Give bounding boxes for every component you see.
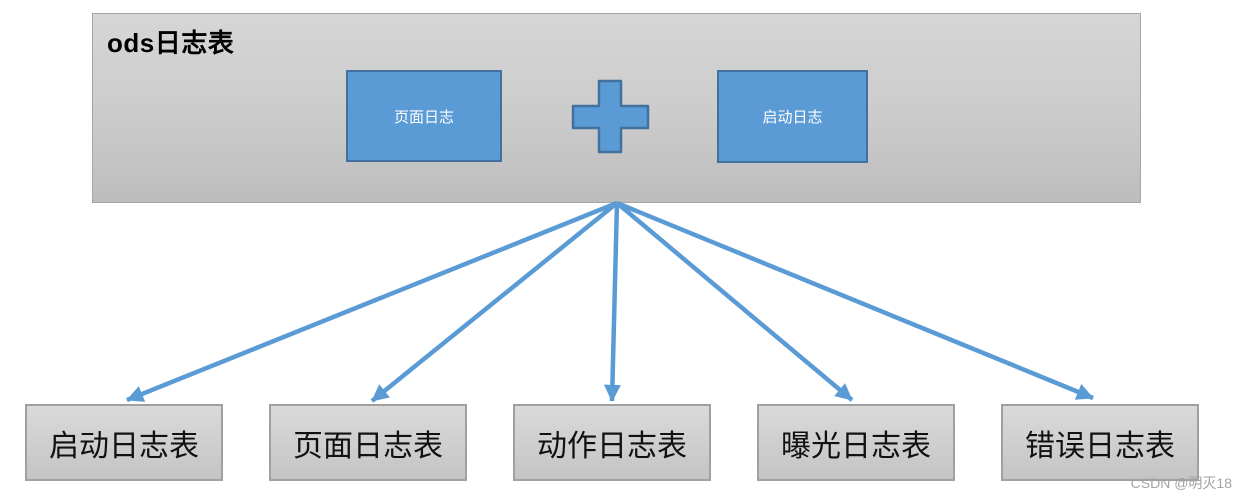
- exposure-log-table-label: 曝光日志表: [781, 429, 931, 463]
- error-log-table-node: 错误日志表: [1001, 404, 1199, 481]
- page-log-node: 页面日志: [346, 70, 502, 162]
- action-log-table-label: 动作日志表: [537, 429, 687, 463]
- page-log-table-node: 页面日志表: [269, 404, 467, 481]
- arrow-to-page-log-table: [370, 201, 619, 403]
- watermark: CSDN @明灭18: [1130, 475, 1232, 491]
- ods-log-table-title: ods日志表: [107, 28, 235, 58]
- arrow-to-launch-log-table: [126, 200, 618, 403]
- launch-log-table-node: 启动日志表: [25, 404, 223, 481]
- exposure-log-table-node: 曝光日志表: [757, 404, 955, 481]
- page-log-table-label: 页面日志表: [293, 429, 443, 463]
- launch-log-table-label: 启动日志表: [49, 429, 199, 463]
- arrow-to-exposure-log-table: [615, 201, 854, 402]
- launch-log-node: 启动日志: [717, 70, 868, 163]
- arrow-to-action-log-table: [603, 202, 621, 402]
- page-log-label: 页面日志: [393, 108, 454, 126]
- launch-log-label: 启动日志: [762, 109, 823, 126]
- plus-icon: [571, 79, 650, 154]
- arrow-to-error-log-table: [616, 200, 1094, 401]
- error-log-table-label: 错误日志表: [1025, 429, 1175, 463]
- action-log-table-node: 动作日志表: [513, 404, 711, 481]
